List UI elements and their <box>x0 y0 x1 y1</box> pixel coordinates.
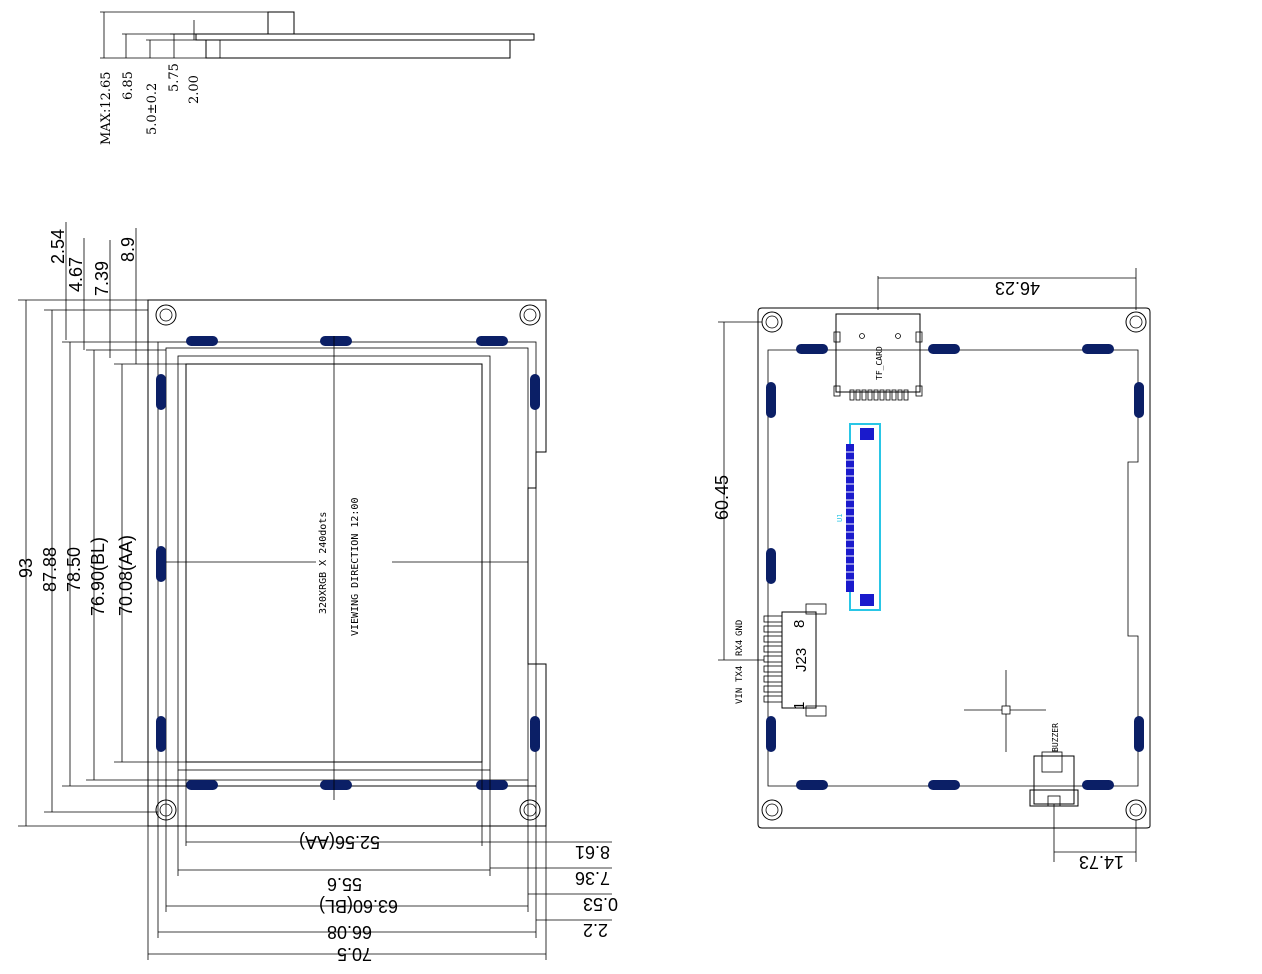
side-dim-3: 5.0±0.2 <box>145 83 160 135</box>
dim-87-88: 87.88 <box>40 547 60 592</box>
side-dim-4: 5.75 <box>167 63 182 92</box>
side-view: MAX:12.65 6.85 5.0±0.2 5.75 2.00 <box>99 11 535 145</box>
dim-66-08: 66.08 <box>327 922 372 942</box>
dim-93: 93 <box>16 558 36 578</box>
dim-2-2: 2.2 <box>583 920 608 940</box>
dim-52-56-aa: 52.56(AA) <box>299 832 380 852</box>
dim-14-73: 14.73 <box>1079 852 1124 872</box>
dim-70-5: 70.5 <box>337 944 372 964</box>
dim-7-36: 7.36 <box>575 868 610 888</box>
pin-1-label: 1 <box>791 702 808 710</box>
pin-8-label: 8 <box>791 620 808 628</box>
dim-7-39: 7.39 <box>92 261 112 296</box>
tf-card-slot: TF_CARD <box>833 313 923 401</box>
front-view: 320XRGB X 240dots VIEWING DIRECTION 12:0… <box>16 222 618 964</box>
side-dim-max: MAX:12.65 <box>99 71 114 145</box>
pin-gnd: GND <box>735 620 745 636</box>
dim-0-53: 0.53 <box>583 894 618 914</box>
tf-card-label: TF_CARD <box>875 346 884 380</box>
j23-connector: J23 1 8 VIN TX4 RX4 GND <box>735 603 827 717</box>
dim-8-61: 8.61 <box>575 842 610 862</box>
buzzer: BUZZER <box>1029 723 1079 807</box>
fpc-label: U1 <box>836 514 844 522</box>
pin-tx4: TX4 <box>735 666 745 682</box>
dim-70-08-aa: 70.08(AA) <box>116 535 136 616</box>
dim-60-45: 60.45 <box>712 475 732 520</box>
pin-vin: VIN <box>735 688 745 704</box>
dim-78-50: 78.50 <box>64 547 84 592</box>
buzzer-label: BUZZER <box>1051 723 1060 752</box>
dim-63-60-bl: 63.60(BL) <box>319 896 398 916</box>
resolution-text: 320XRGB X 240dots <box>318 512 329 614</box>
side-dim-5: 2.00 <box>187 75 202 104</box>
dim-4-67: 4.67 <box>66 257 86 292</box>
dim-2-54: 2.54 <box>48 229 68 264</box>
viewing-direction-text: VIEWING DIRECTION 12:00 <box>350 498 361 636</box>
fpc-connector: U1 <box>836 423 881 611</box>
dim-76-90-bl: 76.90(BL) <box>88 537 108 616</box>
side-dim-2: 6.85 <box>121 71 136 100</box>
dim-8-9: 8.9 <box>118 237 138 262</box>
dim-46-23: 46.23 <box>995 278 1040 298</box>
dim-55-6: 55.6 <box>327 874 362 894</box>
back-view: TF_CARD U1 <box>712 268 1151 872</box>
j23-label: J23 <box>793 648 810 672</box>
pin-rx4: RX4 <box>735 640 745 656</box>
